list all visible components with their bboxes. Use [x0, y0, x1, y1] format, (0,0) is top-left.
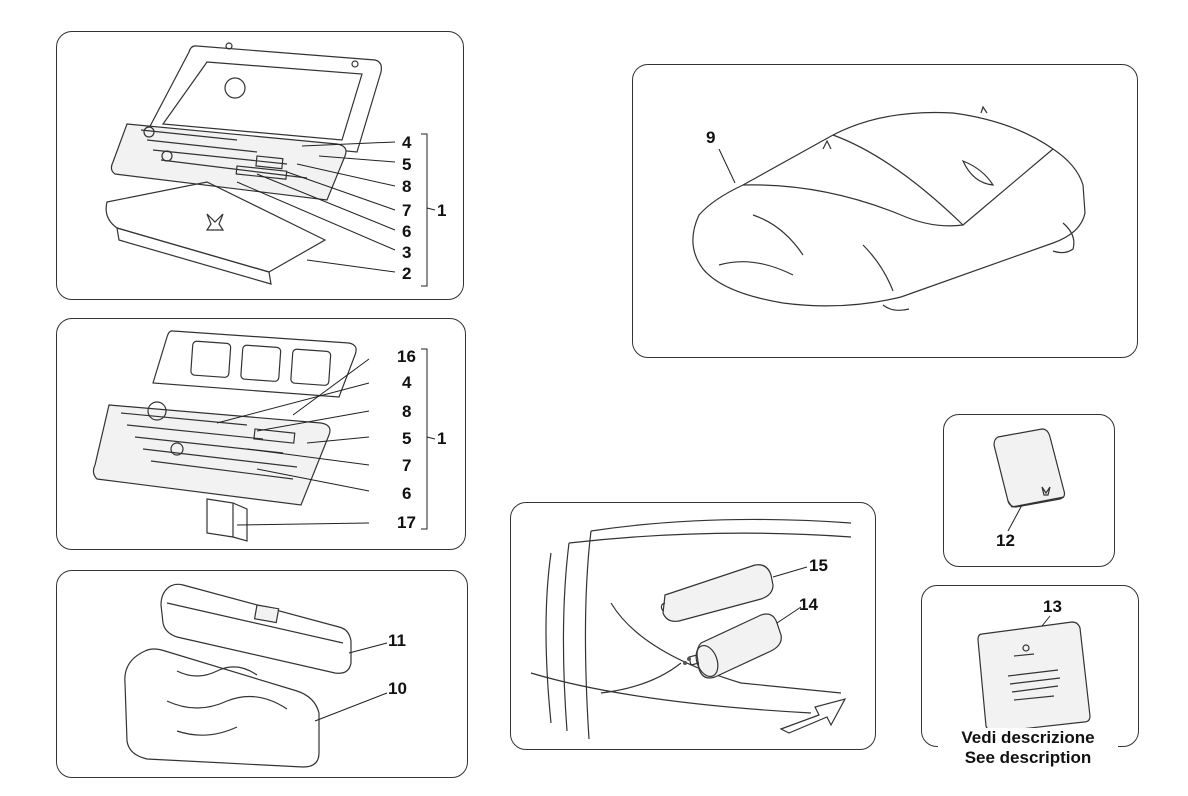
callout-7: 7 [402, 201, 412, 220]
callout-16: 16 [397, 347, 416, 366]
callout-6: 6 [402, 222, 412, 241]
panel-toolkit-a: 4 5 8 7 6 3 2 1 [56, 31, 464, 300]
panel-car-cover: 9 [632, 64, 1138, 358]
callout-4: 4 [402, 133, 412, 152]
callout-17: 17 [397, 513, 416, 532]
callout-10: 10 [388, 679, 407, 698]
callout-15: 15 [809, 556, 828, 575]
callout-9: 9 [706, 128, 716, 147]
callout-11: 11 [388, 631, 406, 650]
callout-7: 7 [402, 456, 412, 475]
callout-8: 8 [402, 177, 412, 196]
car-cover-drawing [692, 105, 1086, 311]
panel-trunk: 15 14 [510, 502, 876, 750]
callout-2: 2 [402, 264, 412, 283]
callout-group-1: 1 [437, 201, 447, 220]
caption-see-description: See description [938, 748, 1118, 768]
callout-5: 5 [402, 155, 412, 174]
documentation-drawing [977, 615, 1091, 733]
callout-3: 3 [402, 243, 412, 262]
panel-bags: 11 10 [56, 570, 468, 778]
panel-documentation: 13 [921, 585, 1139, 747]
toolkit-a-drawing [105, 42, 436, 287]
callout-8: 8 [402, 402, 412, 421]
callout-13: 13 [1043, 597, 1062, 616]
callout-6: 6 [402, 484, 412, 503]
callout-12: 12 [996, 531, 1015, 550]
trunk-drawing [530, 518, 852, 740]
panel-manual: 12 [943, 414, 1115, 567]
callout-group-1: 1 [437, 429, 447, 448]
panel-toolkit-b: 16 4 8 5 7 6 17 1 [56, 318, 466, 550]
manual-drawing [993, 428, 1066, 532]
callout-4: 4 [402, 373, 412, 392]
bags-drawing [124, 583, 388, 768]
callout-5: 5 [402, 429, 412, 448]
caption-vedi-descrizione: Vedi descrizione [938, 728, 1118, 748]
callout-14: 14 [799, 595, 818, 614]
toolkit-b-drawing [92, 330, 436, 542]
